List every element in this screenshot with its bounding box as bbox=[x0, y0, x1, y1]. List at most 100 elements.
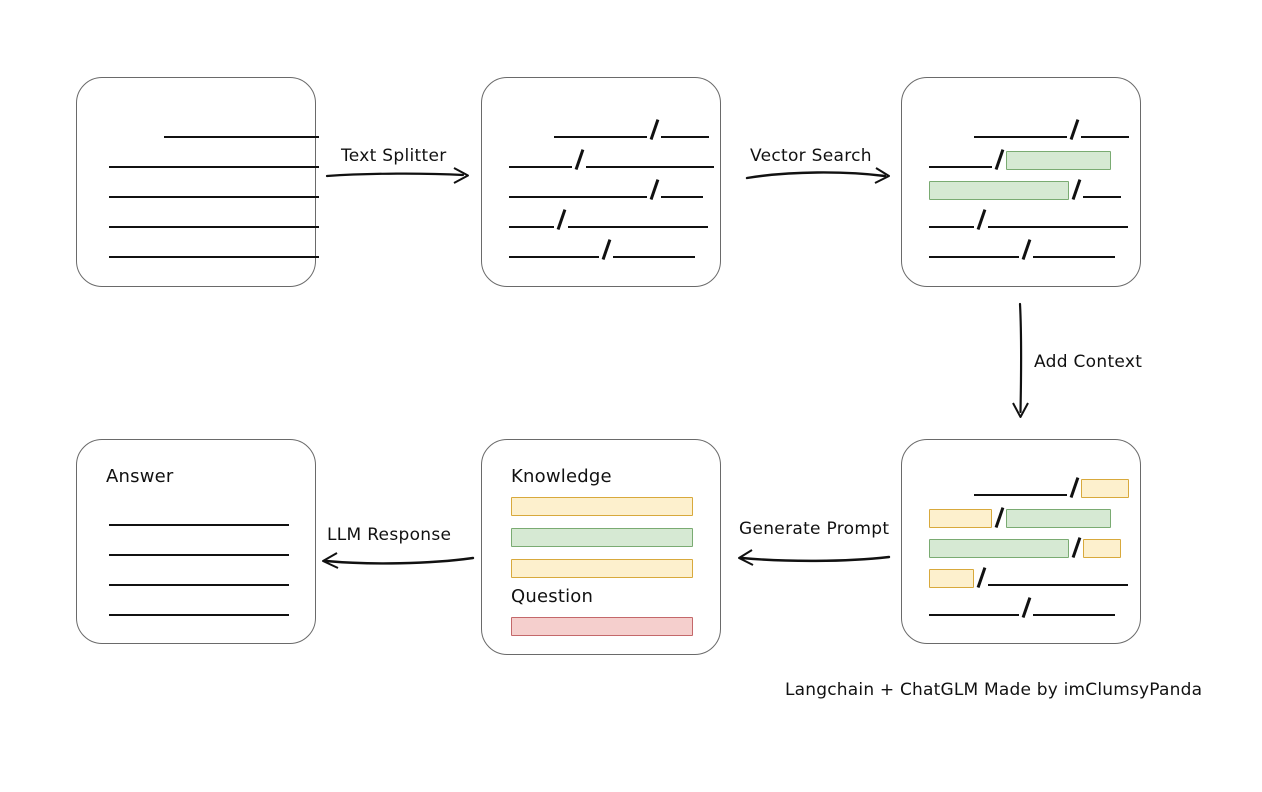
text-underline bbox=[1033, 598, 1115, 618]
text-underline bbox=[554, 120, 647, 140]
retrieved-chunks-card[interactable] bbox=[901, 77, 1141, 287]
slash-separator-icon bbox=[1069, 538, 1083, 558]
edge-text-splitter-label: Text Splitter bbox=[341, 146, 447, 166]
text-underline bbox=[988, 568, 1128, 588]
text-underline bbox=[109, 598, 289, 618]
text-line bbox=[482, 150, 720, 170]
text-underline bbox=[661, 120, 709, 140]
answer-rows bbox=[77, 440, 315, 643]
text-line bbox=[902, 568, 1140, 588]
footer-credit: Langchain + ChatGLM Made by imClumsyPand… bbox=[785, 680, 1203, 700]
text-underline bbox=[109, 240, 319, 260]
text-line bbox=[902, 120, 1140, 140]
text-underline bbox=[929, 240, 1019, 260]
context-chunks-rows bbox=[902, 440, 1140, 643]
answer-card[interactable]: Answer bbox=[76, 439, 316, 644]
highlight-chunk-yellow bbox=[929, 568, 974, 588]
text-underline bbox=[109, 150, 319, 170]
text-line bbox=[77, 568, 315, 588]
highlight-chunk-yellow bbox=[929, 508, 992, 528]
slash-separator-icon bbox=[572, 150, 586, 170]
knowledge-label: Knowledge bbox=[511, 466, 612, 487]
slash-separator-icon bbox=[1069, 180, 1083, 200]
text-line bbox=[77, 120, 319, 140]
text-underline bbox=[661, 180, 703, 200]
text-underline bbox=[164, 120, 319, 140]
text-line bbox=[902, 538, 1140, 558]
edge-generate-prompt bbox=[736, 535, 891, 575]
context-chunks-card[interactable] bbox=[901, 439, 1141, 644]
text-line bbox=[902, 150, 1140, 170]
prompt-card[interactable]: Knowledge Question bbox=[481, 439, 721, 655]
text-underline bbox=[109, 210, 319, 230]
text-line bbox=[902, 180, 1140, 200]
slash-separator-icon bbox=[974, 210, 988, 230]
text-underline bbox=[974, 120, 1067, 140]
text-underline bbox=[1083, 180, 1121, 200]
text-underline bbox=[974, 478, 1067, 498]
edge-llm-response bbox=[320, 540, 475, 580]
text-underline bbox=[613, 240, 695, 260]
text-line bbox=[902, 478, 1140, 498]
question-bar-red bbox=[511, 617, 693, 636]
edge-vector-search-label: Vector Search bbox=[750, 146, 872, 166]
highlight-chunk-green bbox=[1006, 508, 1111, 528]
text-line bbox=[77, 180, 319, 200]
knowledge-bar-yellow bbox=[511, 559, 693, 578]
slash-separator-icon bbox=[599, 240, 613, 260]
text-underline bbox=[509, 240, 599, 260]
source-document-card[interactable] bbox=[76, 77, 319, 287]
text-underline bbox=[988, 210, 1128, 230]
text-underline bbox=[929, 210, 974, 230]
text-line bbox=[482, 180, 720, 200]
text-line bbox=[77, 598, 315, 618]
slash-separator-icon bbox=[992, 508, 1006, 528]
text-underline bbox=[586, 150, 714, 170]
text-underline bbox=[109, 538, 289, 558]
split-document-card[interactable] bbox=[481, 77, 721, 287]
highlight-chunk-green bbox=[929, 538, 1069, 558]
text-line bbox=[77, 240, 319, 260]
edge-add-context bbox=[1006, 302, 1046, 422]
edge-text-splitter bbox=[325, 152, 473, 192]
text-line bbox=[77, 538, 315, 558]
text-line bbox=[482, 210, 720, 230]
text-underline bbox=[509, 180, 647, 200]
highlight-chunk-green bbox=[1006, 150, 1111, 170]
text-line bbox=[77, 508, 315, 528]
slash-separator-icon bbox=[1067, 478, 1081, 498]
edge-llm-response-label: LLM Response bbox=[327, 525, 452, 545]
slash-separator-icon bbox=[992, 150, 1006, 170]
text-underline bbox=[929, 598, 1019, 618]
edge-vector-search bbox=[745, 152, 893, 192]
answer-label: Answer bbox=[106, 466, 174, 487]
edge-add-context-label: Add Context bbox=[1034, 352, 1143, 372]
text-line bbox=[902, 598, 1140, 618]
slash-separator-icon bbox=[1019, 240, 1033, 260]
text-underline bbox=[1033, 240, 1115, 260]
arrow-left-icon bbox=[322, 552, 475, 569]
slash-separator-icon bbox=[1019, 598, 1033, 618]
text-underline bbox=[109, 508, 289, 528]
arrow-right-icon bbox=[745, 167, 890, 184]
text-underline bbox=[109, 180, 319, 200]
edge-generate-prompt-label: Generate Prompt bbox=[739, 519, 890, 539]
text-underline bbox=[929, 150, 992, 170]
text-line bbox=[77, 150, 319, 170]
slash-separator-icon bbox=[1067, 120, 1081, 140]
slash-separator-icon bbox=[647, 180, 661, 200]
text-line bbox=[902, 508, 1140, 528]
question-label: Question bbox=[511, 586, 594, 607]
text-underline bbox=[509, 210, 554, 230]
arrow-left-icon bbox=[738, 549, 891, 566]
knowledge-bar-yellow bbox=[511, 497, 693, 516]
prompt-bars bbox=[482, 440, 720, 654]
highlight-chunk-green bbox=[929, 180, 1069, 200]
knowledge-bar-green bbox=[511, 528, 693, 547]
source-document-rows bbox=[77, 78, 319, 286]
retrieved-chunks-rows bbox=[902, 78, 1140, 286]
highlight-chunk-yellow bbox=[1083, 538, 1121, 558]
split-document-rows bbox=[482, 78, 720, 286]
text-underline bbox=[568, 210, 708, 230]
text-underline bbox=[109, 568, 289, 588]
